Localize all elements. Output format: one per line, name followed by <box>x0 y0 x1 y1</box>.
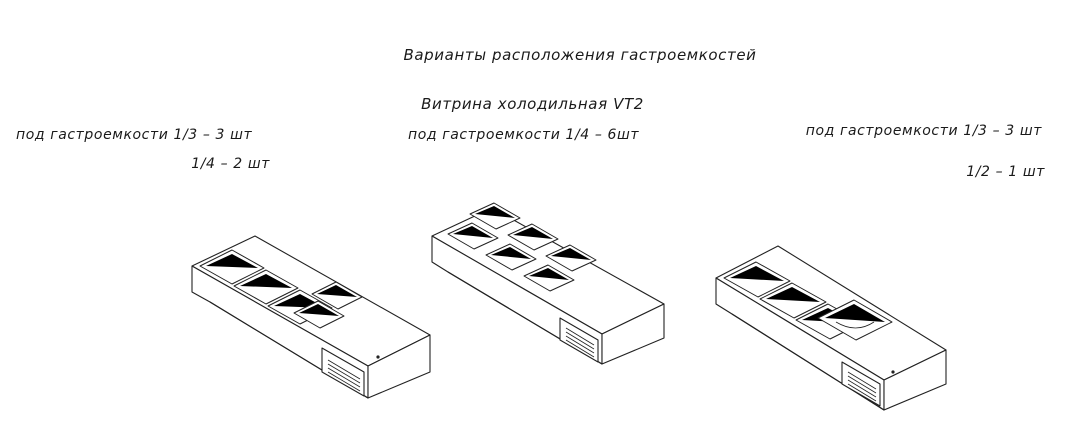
unit-3-well-2-rim <box>766 287 820 302</box>
unit-1-control-panel <box>321 347 365 397</box>
unit-1-end-face <box>367 334 431 399</box>
unit-2-well-4-rim <box>453 226 493 238</box>
showcase-unit-2 <box>431 202 665 365</box>
unit-3-well-1-rim <box>730 266 784 281</box>
page-title: Варианты расположения гастроемкостей <box>403 46 757 64</box>
unit-3-switch <box>891 370 895 374</box>
unit-3-end-face <box>883 349 947 411</box>
variant-3-label-line2: 1/2 – 1 шт <box>966 164 1045 180</box>
variant-1-label-line2: 1/4 – 2 шт <box>191 156 270 172</box>
unit-1-well-2-rim <box>240 274 292 288</box>
unit-2-well-5-rim <box>491 247 531 259</box>
unit-2-well-2-rim <box>513 227 553 239</box>
showcase-unit-1 <box>191 235 431 399</box>
unit-3-vent-grille <box>847 371 877 402</box>
showcase-unit-3 <box>715 245 947 411</box>
variant-3-label-line1: под гастроемкости 1/3 – 3 шт <box>805 123 1042 139</box>
page-subtitle: Витрина холодильная VT2 <box>421 95 644 113</box>
variant-2-label-line1: под гастроемкости 1/4 – 6шт <box>408 127 640 143</box>
unit-1-vent-grille <box>327 359 361 392</box>
unit-3-well-4-bottom <box>835 321 875 329</box>
unit-2-vent-grille <box>565 327 595 358</box>
unit-2-well-1-rim <box>475 206 515 218</box>
unit-1-switch <box>376 355 380 359</box>
unit-2-end-face <box>601 303 665 365</box>
unit-1-well-4-rim <box>317 285 357 297</box>
unit-2-well-6-rim <box>529 268 569 280</box>
unit-3-well-4-rim <box>825 304 885 322</box>
variant-1-label-line1: под гастроемкости 1/3 – 3 шт <box>16 127 253 143</box>
unit-1-well-5-rim <box>299 304 339 316</box>
unit-1-well-1-rim <box>206 254 258 268</box>
unit-2-well-3-rim <box>551 248 591 260</box>
